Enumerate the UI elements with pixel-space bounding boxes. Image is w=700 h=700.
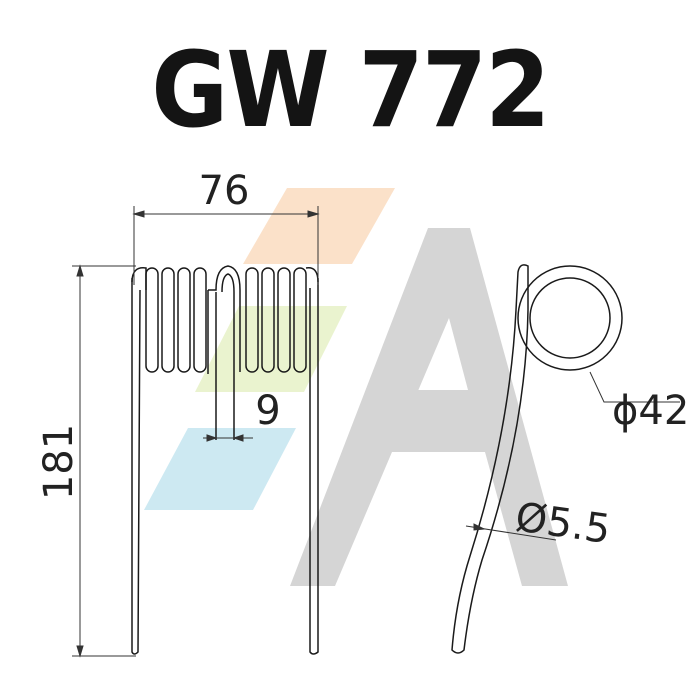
left-coil-turn <box>161 267 175 373</box>
right-coil-turn <box>261 267 275 373</box>
left-coil-turn <box>177 267 191 373</box>
right-coil-turn <box>293 267 307 373</box>
right-coil-turn <box>277 267 291 373</box>
left-coil-turn <box>145 267 159 373</box>
watermark-logo <box>144 188 568 586</box>
dimension-height-label: 181 <box>36 424 82 500</box>
center-loop-inner <box>221 273 235 440</box>
arrowhead-left <box>132 210 145 218</box>
watermark-stripe-green <box>195 306 347 392</box>
right-coil-turn <box>245 267 259 373</box>
dimension-wire <box>465 523 557 541</box>
dimension-width <box>132 206 320 285</box>
left-coil-outer <box>131 267 147 290</box>
watermark-stripe-orange <box>243 188 395 264</box>
left-leg <box>131 278 141 655</box>
arrowhead-right <box>307 210 320 218</box>
dimension-coil-label: ϕ42 <box>612 388 689 434</box>
front-view <box>131 265 319 655</box>
dimension-width-label: 76 <box>199 168 250 214</box>
coil-outer-circle <box>517 265 623 371</box>
left-coil-turn <box>193 267 207 373</box>
dimension-gap <box>203 434 253 442</box>
watermark-stripe-blue <box>144 428 296 510</box>
arrowhead-top <box>76 264 84 277</box>
side-leg-wire <box>451 264 529 654</box>
right-coil-outer <box>305 267 319 283</box>
dimension-height <box>72 264 136 658</box>
coil-inner-circle <box>529 277 611 359</box>
leader-coil <box>589 371 680 403</box>
side-view <box>451 264 623 654</box>
watermark-letter-a <box>290 228 568 586</box>
center-loop <box>208 265 241 372</box>
arrowhead-gap-right <box>232 434 244 442</box>
part-number-title: GW 772 <box>151 29 550 151</box>
right-coil <box>245 267 319 373</box>
arrowhead-gap-left <box>206 434 218 442</box>
left-coil <box>131 267 209 374</box>
dimension-coil <box>589 371 680 403</box>
right-leg <box>309 278 319 655</box>
arrowhead-bottom <box>76 645 84 658</box>
dimension-gap-label: 9 <box>255 388 280 434</box>
arrowhead-wire <box>473 523 486 531</box>
